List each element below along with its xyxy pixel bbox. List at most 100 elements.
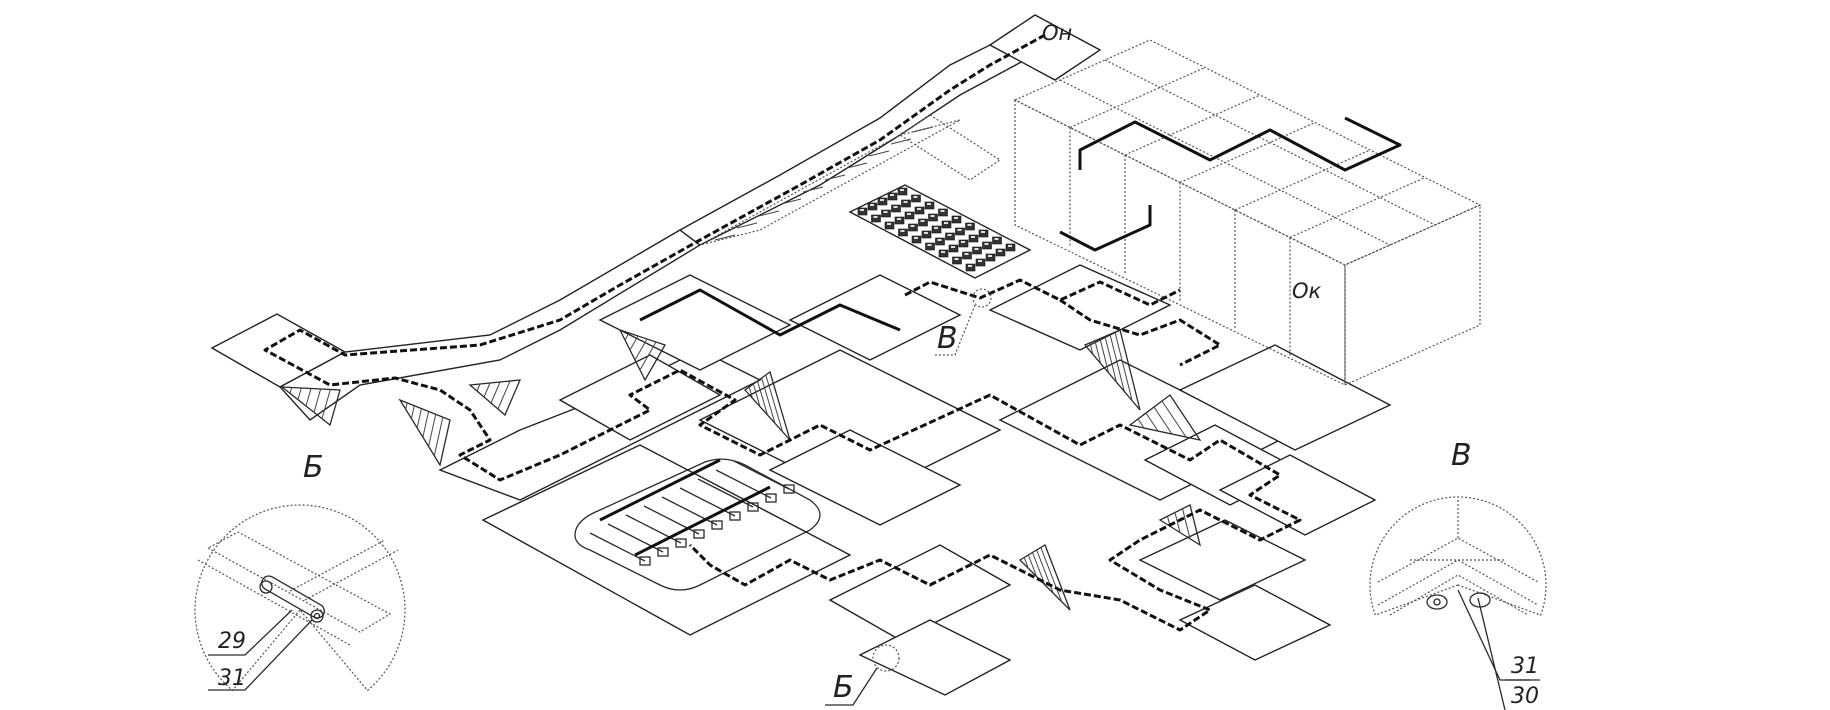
pallet-block bbox=[985, 253, 996, 262]
ramp-hatch bbox=[416, 408, 422, 428]
top-truss-member bbox=[846, 162, 868, 169]
building-side-wall bbox=[1344, 204, 1481, 386]
rail-foot bbox=[747, 502, 759, 512]
rail-foot bbox=[783, 484, 795, 494]
rail-foot bbox=[657, 547, 669, 557]
pallet-highlight bbox=[954, 217, 958, 219]
detail-cross-beam bbox=[304, 549, 399, 601]
pallet-highlight bbox=[910, 225, 915, 227]
pallet-block bbox=[925, 242, 935, 251]
ramp-hatch bbox=[1145, 412, 1159, 432]
callout-leader-b bbox=[825, 667, 878, 706]
rail-sleeper bbox=[715, 469, 772, 499]
ramp-hatch bbox=[757, 380, 768, 416]
ramp-hatch bbox=[1027, 554, 1038, 577]
ramp-hatch bbox=[1023, 557, 1029, 569]
pallet-field bbox=[848, 184, 1032, 279]
detail-circle-boundary bbox=[194, 504, 406, 692]
route-line-pallets bbox=[904, 278, 1181, 307]
detail-beam bbox=[206, 531, 392, 633]
top-truss-member bbox=[780, 198, 802, 205]
rail-foot bbox=[693, 529, 705, 539]
pallet-block bbox=[941, 220, 952, 229]
ramp-side bbox=[468, 379, 522, 417]
pallet-block bbox=[928, 213, 938, 222]
detail-cross-beam bbox=[289, 539, 386, 592]
route-path bbox=[263, 33, 1302, 632]
pallet-block bbox=[965, 222, 975, 231]
pallet-block bbox=[982, 241, 992, 250]
pallet-highlight bbox=[887, 223, 891, 225]
pallet-block bbox=[938, 249, 949, 258]
ramp-hatch bbox=[1174, 512, 1181, 533]
pallet-highlight bbox=[873, 216, 878, 218]
ramp-side bbox=[1128, 394, 1202, 441]
detail-bolt bbox=[259, 580, 273, 594]
ramp-hatch bbox=[428, 414, 437, 447]
route-line-main bbox=[263, 33, 1302, 632]
ramp-side bbox=[398, 398, 451, 467]
building-cross-beam bbox=[1069, 66, 1206, 129]
ramp-hatch bbox=[748, 386, 753, 399]
pallet-highlight bbox=[981, 231, 985, 233]
pallet-block bbox=[881, 209, 891, 218]
detail-beam-edge bbox=[197, 559, 351, 646]
detail-b-title: Б bbox=[303, 450, 324, 485]
pallet-highlight bbox=[941, 251, 945, 253]
pallet-block bbox=[891, 204, 901, 213]
pallet-highlight bbox=[984, 243, 989, 245]
detail-b-leader-29: 29 bbox=[218, 629, 246, 654]
rail-sleeper bbox=[607, 523, 664, 553]
detail-bolt bbox=[1426, 594, 1448, 610]
pallet-block bbox=[945, 232, 955, 241]
pallet-block bbox=[908, 223, 918, 232]
pallet-highlight bbox=[924, 232, 928, 234]
pallet-highlight bbox=[907, 213, 911, 215]
detail-view-b bbox=[194, 504, 406, 692]
rail-sleeper bbox=[589, 532, 646, 562]
top-truss-member bbox=[802, 186, 824, 193]
pallet-highlight bbox=[967, 224, 972, 226]
pallet-highlight bbox=[870, 204, 874, 206]
pallet-highlight bbox=[900, 230, 905, 232]
track-plate bbox=[988, 264, 1172, 351]
rail-foot bbox=[711, 520, 723, 530]
ramp-hatch bbox=[476, 383, 481, 392]
building-roof-outline bbox=[1013, 39, 1482, 266]
pallet-block bbox=[965, 263, 976, 272]
ramp-hatch bbox=[410, 405, 415, 419]
pallet-block bbox=[931, 225, 942, 234]
rail-left bbox=[599, 458, 721, 522]
ramp-hatch bbox=[624, 332, 630, 341]
pallet-highlight bbox=[978, 260, 982, 262]
pallet-highlight bbox=[940, 210, 945, 212]
top-truss-member bbox=[758, 210, 780, 217]
ramp-hatch bbox=[405, 402, 408, 410]
rail-foot bbox=[639, 556, 651, 566]
pallet-block bbox=[871, 214, 881, 223]
ramp-hatch bbox=[490, 381, 501, 404]
ramp-hatch bbox=[497, 380, 511, 410]
pallet-highlight bbox=[920, 220, 925, 222]
callout-label-v: В bbox=[937, 321, 958, 356]
finish-marker-label: Ок bbox=[1292, 279, 1322, 303]
pallet-block bbox=[968, 234, 979, 243]
pallet-block bbox=[955, 227, 965, 236]
ramp-hatch bbox=[629, 335, 639, 351]
ramp-hatch bbox=[765, 374, 783, 432]
pallet-highlight bbox=[914, 237, 918, 239]
ramp-hatch bbox=[433, 417, 444, 456]
rail-sleeper bbox=[643, 505, 700, 535]
detail-v-leader-30: 30 bbox=[1511, 684, 1539, 709]
pallet-block bbox=[935, 237, 945, 246]
pallet-highlight bbox=[998, 250, 1002, 252]
pallet-block bbox=[857, 207, 868, 216]
pallet-block bbox=[898, 228, 908, 237]
ramp-hatch bbox=[752, 383, 761, 407]
ramp-hatch bbox=[1161, 400, 1187, 438]
pallet-block bbox=[914, 206, 925, 215]
leader-line-30 bbox=[1477, 597, 1506, 710]
ramp-hatch bbox=[321, 389, 331, 419]
ramp-hatch bbox=[1182, 508, 1191, 539]
callout-label-b: Б bbox=[833, 670, 854, 705]
